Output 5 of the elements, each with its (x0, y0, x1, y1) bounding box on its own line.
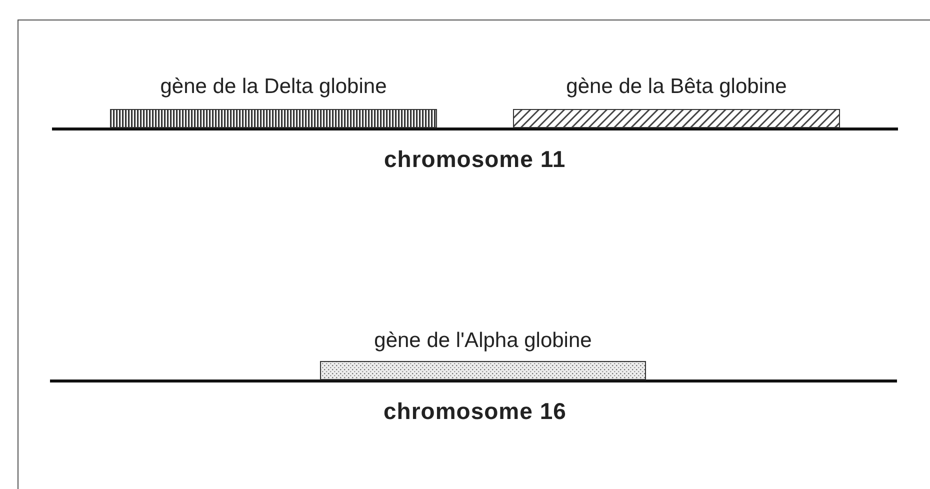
gene-label: gène de l'Alpha globine (373, 329, 593, 353)
chromosome-label: chromosome 16 (384, 398, 566, 425)
gene-label: gène de la Delta globine (159, 75, 388, 99)
gene-label: gène de la Bêta globine (565, 75, 788, 99)
chromosome-label: chromosome 11 (384, 146, 566, 173)
